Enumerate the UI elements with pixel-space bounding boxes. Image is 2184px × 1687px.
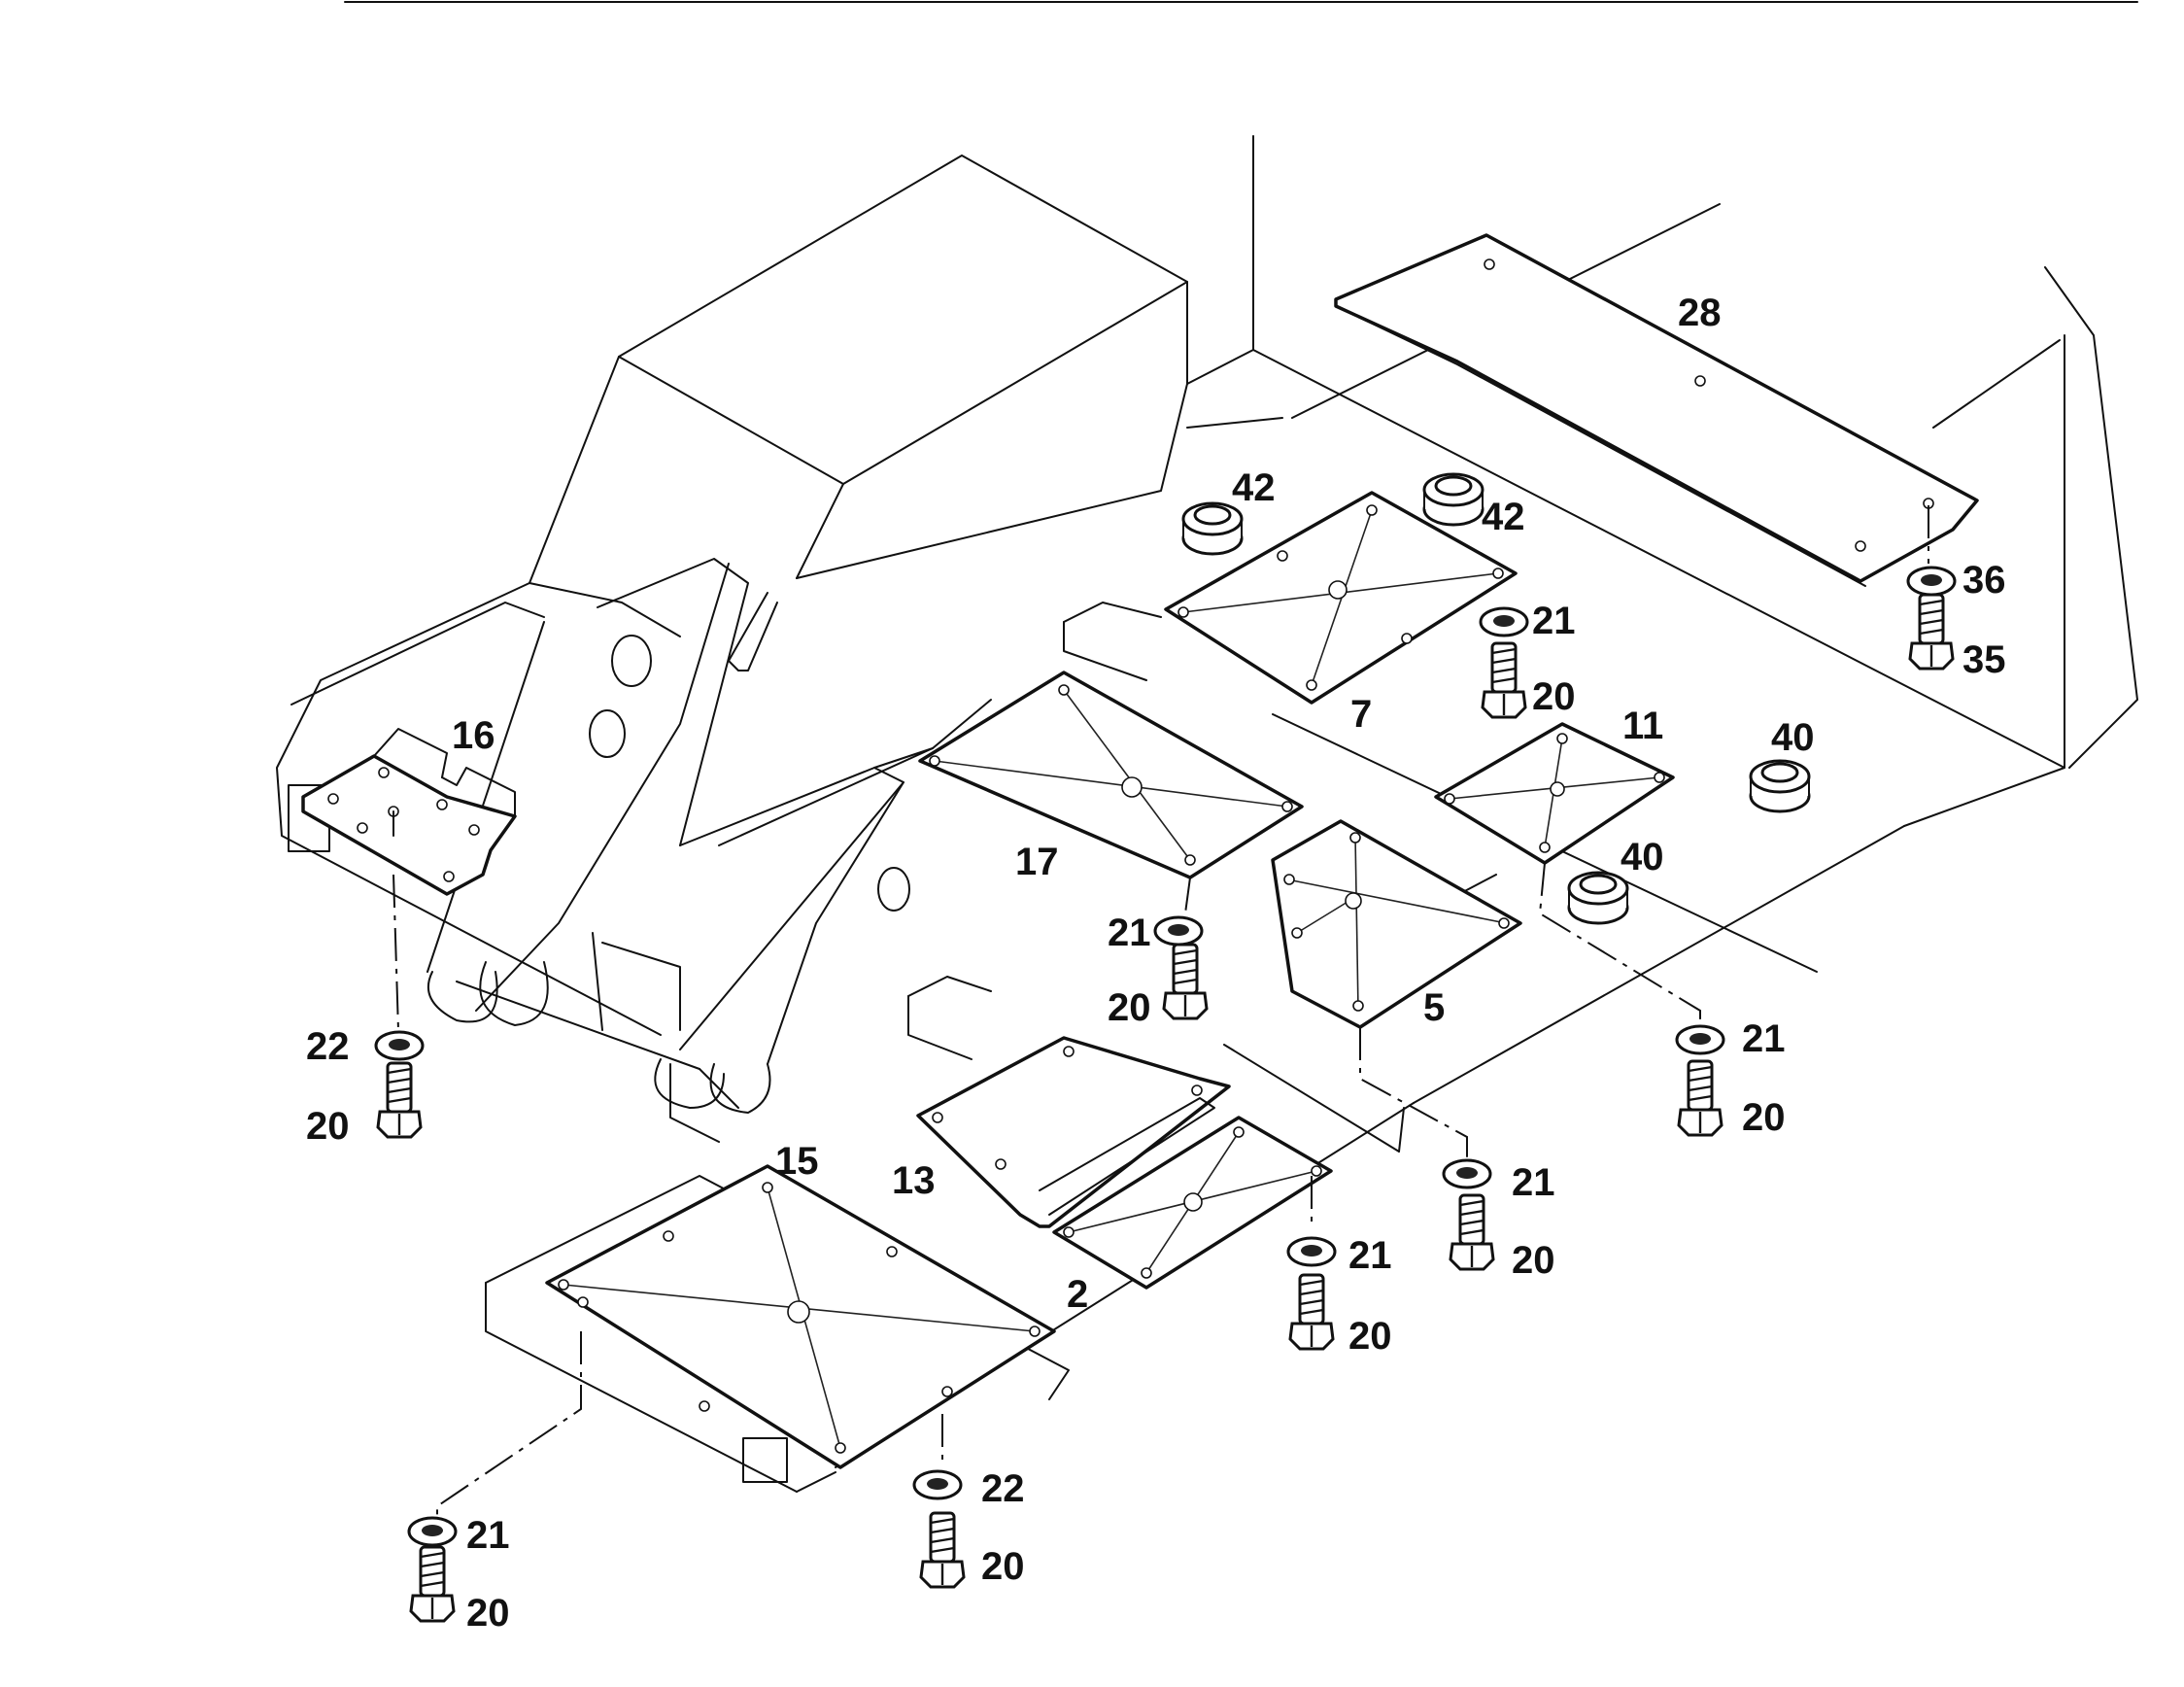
callout-28: 28 xyxy=(1678,292,1722,334)
part-7-plate xyxy=(1164,491,1518,705)
part-2-plate xyxy=(1052,1116,1333,1290)
rubber-mount-42a xyxy=(1181,501,1244,556)
callout-21-top: 21 xyxy=(1532,600,1576,642)
part-13-plate xyxy=(916,1036,1231,1228)
callout-21-c: 21 xyxy=(1512,1161,1555,1204)
callout-16: 16 xyxy=(452,714,495,757)
part-28-bracket xyxy=(1334,233,1979,587)
callout-20-c: 20 xyxy=(1512,1239,1555,1282)
part-11-plate xyxy=(1434,722,1675,865)
leader-lines xyxy=(392,505,1929,1521)
callout-13: 13 xyxy=(892,1159,936,1202)
part-16-bracket xyxy=(301,728,517,896)
callout-20-botleft: 20 xyxy=(466,1592,510,1635)
rubber-mount-40a xyxy=(1749,759,1811,813)
callout-21-d: 21 xyxy=(1348,1234,1392,1277)
part-5-plate xyxy=(1271,819,1522,1029)
rubber-mount-40b xyxy=(1567,871,1629,925)
callout-20-d: 20 xyxy=(1348,1315,1392,1358)
callout-40a: 40 xyxy=(1771,716,1815,759)
part-15-plate xyxy=(545,1164,1056,1469)
callout-21-botleft: 21 xyxy=(466,1514,510,1557)
callout-20-bot: 20 xyxy=(981,1545,1025,1588)
callout-42b: 42 xyxy=(1482,496,1525,538)
callout-20-left: 20 xyxy=(306,1105,350,1148)
callout-21-right: 21 xyxy=(1742,1017,1786,1060)
part-17-plate xyxy=(918,671,1304,879)
callout-42a: 42 xyxy=(1232,466,1276,509)
callout-20-mid: 20 xyxy=(1108,986,1151,1029)
machine-frame-outline xyxy=(276,1,2138,1493)
callout-20-right: 20 xyxy=(1742,1096,1786,1139)
callout-2: 2 xyxy=(1067,1273,1088,1316)
callout-11: 11 xyxy=(1622,705,1663,747)
callout-21-mid: 21 xyxy=(1108,912,1151,954)
callout-22-bot: 22 xyxy=(981,1467,1025,1510)
callout-17: 17 xyxy=(1015,841,1059,883)
washer-icon xyxy=(374,566,1957,1547)
callout-7: 7 xyxy=(1350,693,1372,736)
callout-labels: 16 28 42 42 21 20 7 11 40 40 36 35 17 21… xyxy=(306,292,2006,1635)
callout-35: 35 xyxy=(1962,638,2006,681)
callout-15: 15 xyxy=(775,1140,819,1183)
rubber-mount-42b xyxy=(1422,472,1484,527)
callout-5: 5 xyxy=(1423,986,1445,1029)
callout-40b: 40 xyxy=(1621,836,1664,878)
callout-20-top: 20 xyxy=(1532,675,1576,718)
callout-22-left: 22 xyxy=(306,1025,350,1068)
callout-36: 36 xyxy=(1962,559,2006,602)
